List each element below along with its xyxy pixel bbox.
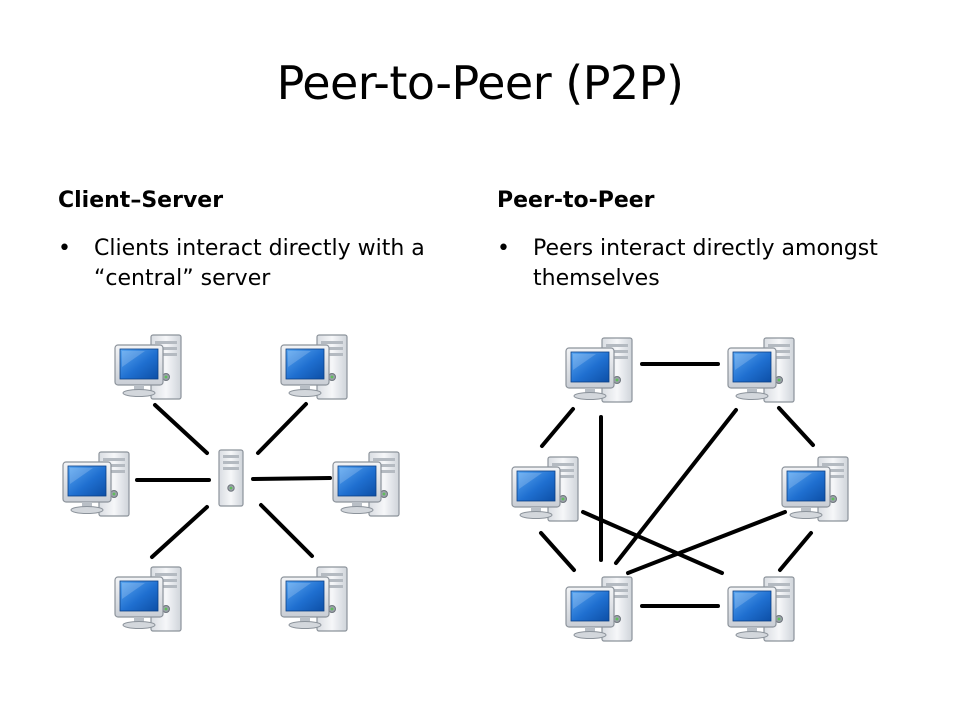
peer-to-peer-bullet-text: Peers interact directly amongst themselv… bbox=[533, 236, 878, 292]
desktop-computer-icon bbox=[280, 566, 348, 632]
client-server-bullet: • Clients interact directly with a “cent… bbox=[58, 234, 468, 294]
slide-title: Peer-to-Peer (P2P) bbox=[276, 56, 684, 110]
link-peer-mid-left-bottom-left bbox=[539, 531, 576, 572]
link-server-client-bottom-right bbox=[259, 503, 314, 558]
bullet-icon: • bbox=[58, 236, 71, 262]
peer-to-peer-column: Peer-to-Peer • Peers interact directly a… bbox=[497, 188, 907, 294]
link-peer-top-right-bottom-left bbox=[614, 408, 738, 565]
desktop-computer-icon bbox=[511, 456, 579, 522]
peer-to-peer-links bbox=[539, 362, 815, 608]
desktop-computer-icon bbox=[114, 334, 182, 400]
desktop-computer-icon bbox=[332, 451, 400, 517]
client-server-links bbox=[135, 402, 332, 559]
link-server-client-top-left bbox=[153, 403, 209, 455]
link-peer-top-left-mid-left bbox=[540, 407, 575, 448]
client-server-heading: Client–Server bbox=[58, 188, 224, 213]
link-server-client-top-right bbox=[256, 402, 308, 455]
server-tower-icon bbox=[218, 449, 244, 507]
link-server-client-bottom-left bbox=[150, 505, 209, 559]
peer-to-peer-heading: Peer-to-Peer bbox=[497, 188, 655, 213]
desktop-computer-icon bbox=[62, 451, 130, 517]
link-peer-mid-right-bottom-left bbox=[626, 510, 787, 575]
client-server-bullet-text: Clients interact directly with a “centra… bbox=[94, 236, 425, 292]
client-server-column: Client–Server • Clients interact directl… bbox=[58, 188, 468, 294]
desktop-computer-icon bbox=[565, 576, 633, 642]
desktop-computer-icon bbox=[565, 337, 633, 403]
peer-to-peer-bullet: • Peers interact directly amongst themse… bbox=[497, 234, 907, 294]
link-peer-top-right-mid-right bbox=[777, 406, 815, 447]
peer-to-peer-nodes bbox=[511, 337, 849, 642]
desktop-computer-icon bbox=[727, 337, 795, 403]
link-server-client-middle-right bbox=[251, 476, 332, 481]
desktop-computer-icon bbox=[781, 456, 849, 522]
link-peer-mid-left-bottom-right bbox=[581, 510, 724, 575]
desktop-computer-icon bbox=[727, 576, 795, 642]
bullet-icon: • bbox=[497, 236, 510, 262]
client-server-nodes bbox=[62, 334, 400, 632]
desktop-computer-icon bbox=[280, 334, 348, 400]
link-peer-mid-right-bottom-right bbox=[778, 531, 813, 572]
desktop-computer-icon bbox=[114, 566, 182, 632]
